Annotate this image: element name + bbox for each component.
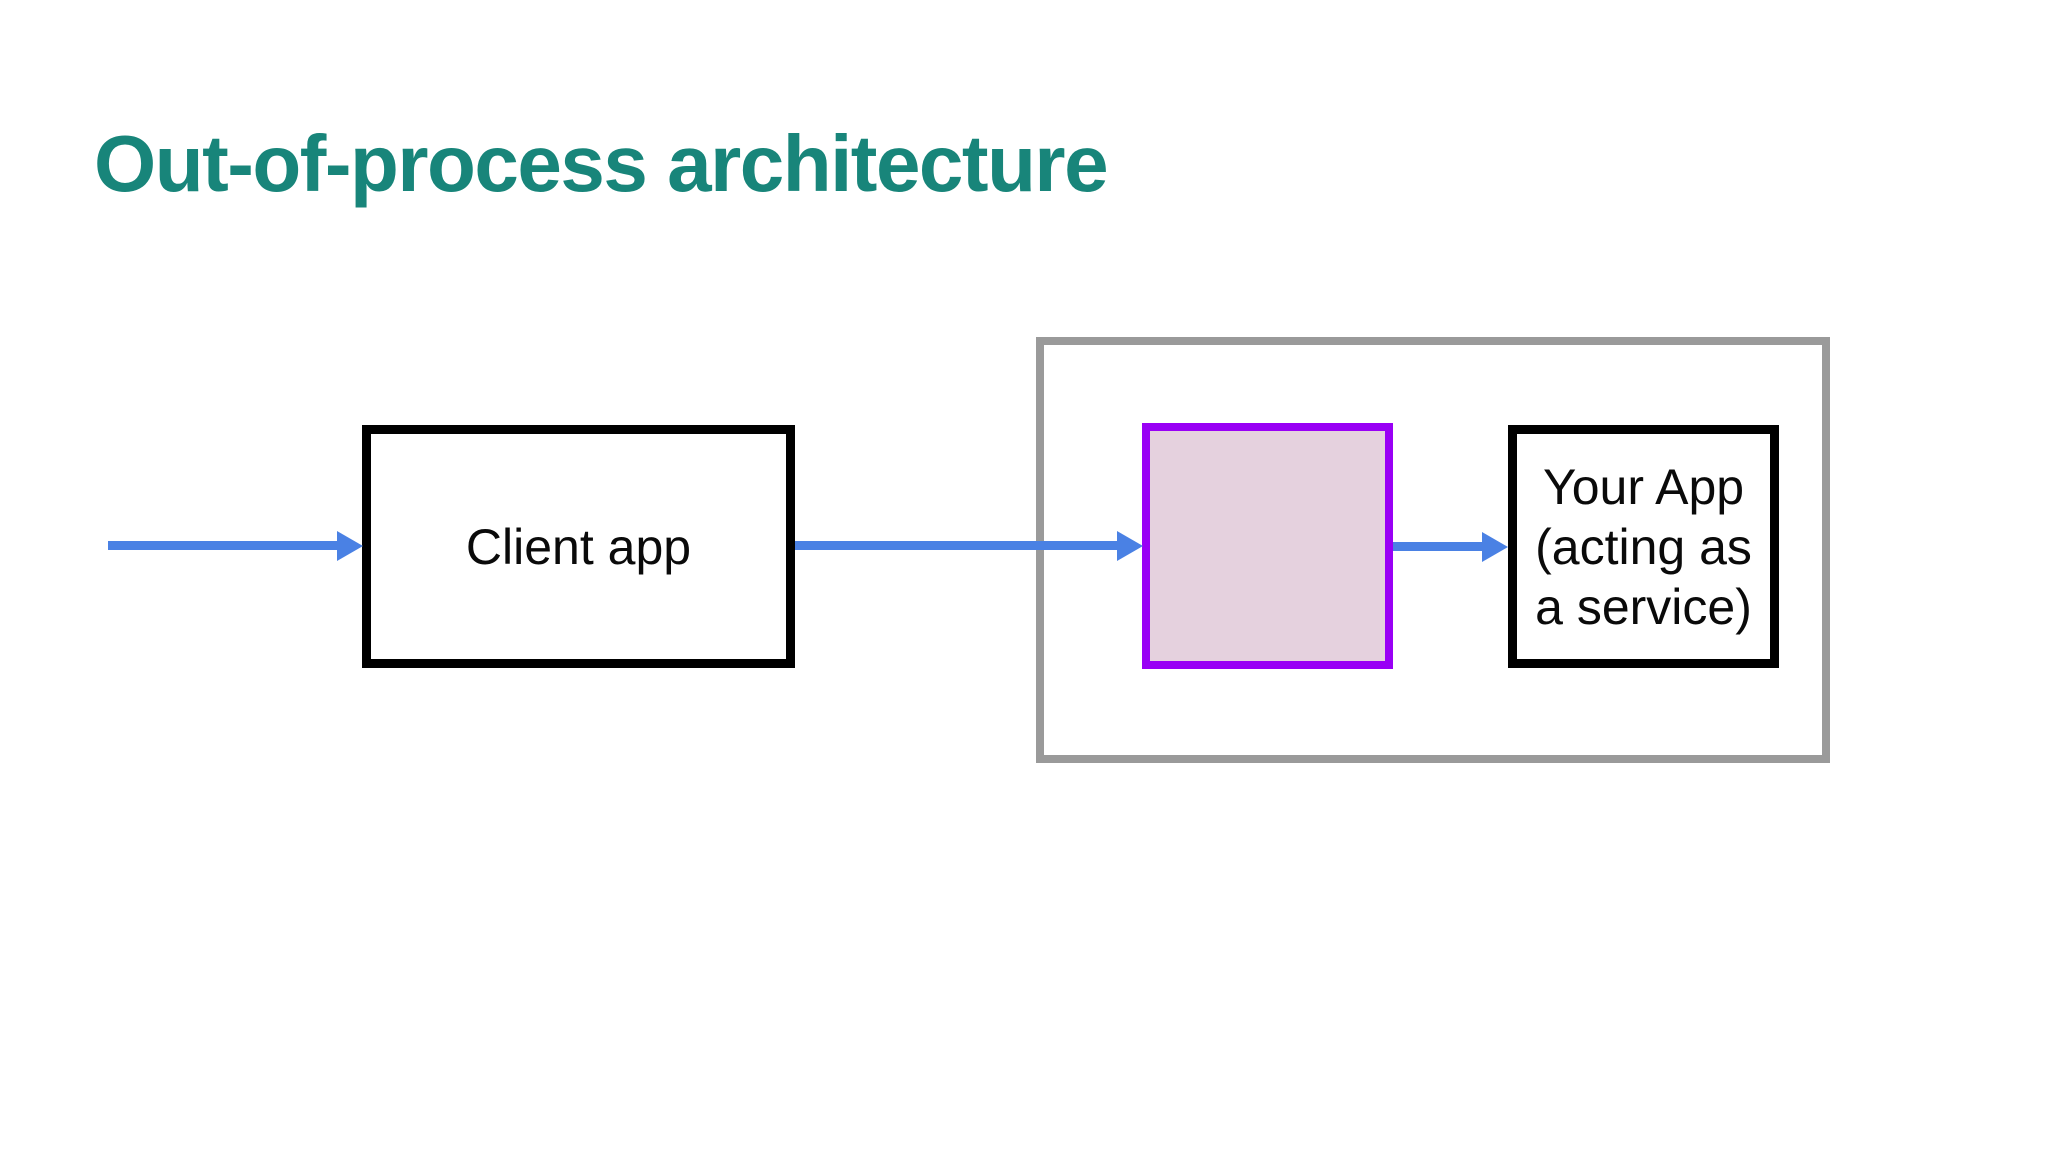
server-process-container	[1036, 337, 1830, 763]
arrowhead-right-icon	[337, 531, 363, 561]
page-title: Out-of-process architecture	[94, 119, 1109, 208]
your-app-service-box: Your App (acting as a service)	[1508, 425, 1779, 668]
client-app-box: Client app	[362, 425, 795, 668]
your-app-service-label: Your App (acting as a service)	[1535, 458, 1752, 635]
client-app-label: Client app	[465, 518, 692, 575]
arrow-shaft	[108, 541, 340, 550]
proxy-box	[1142, 423, 1393, 669]
